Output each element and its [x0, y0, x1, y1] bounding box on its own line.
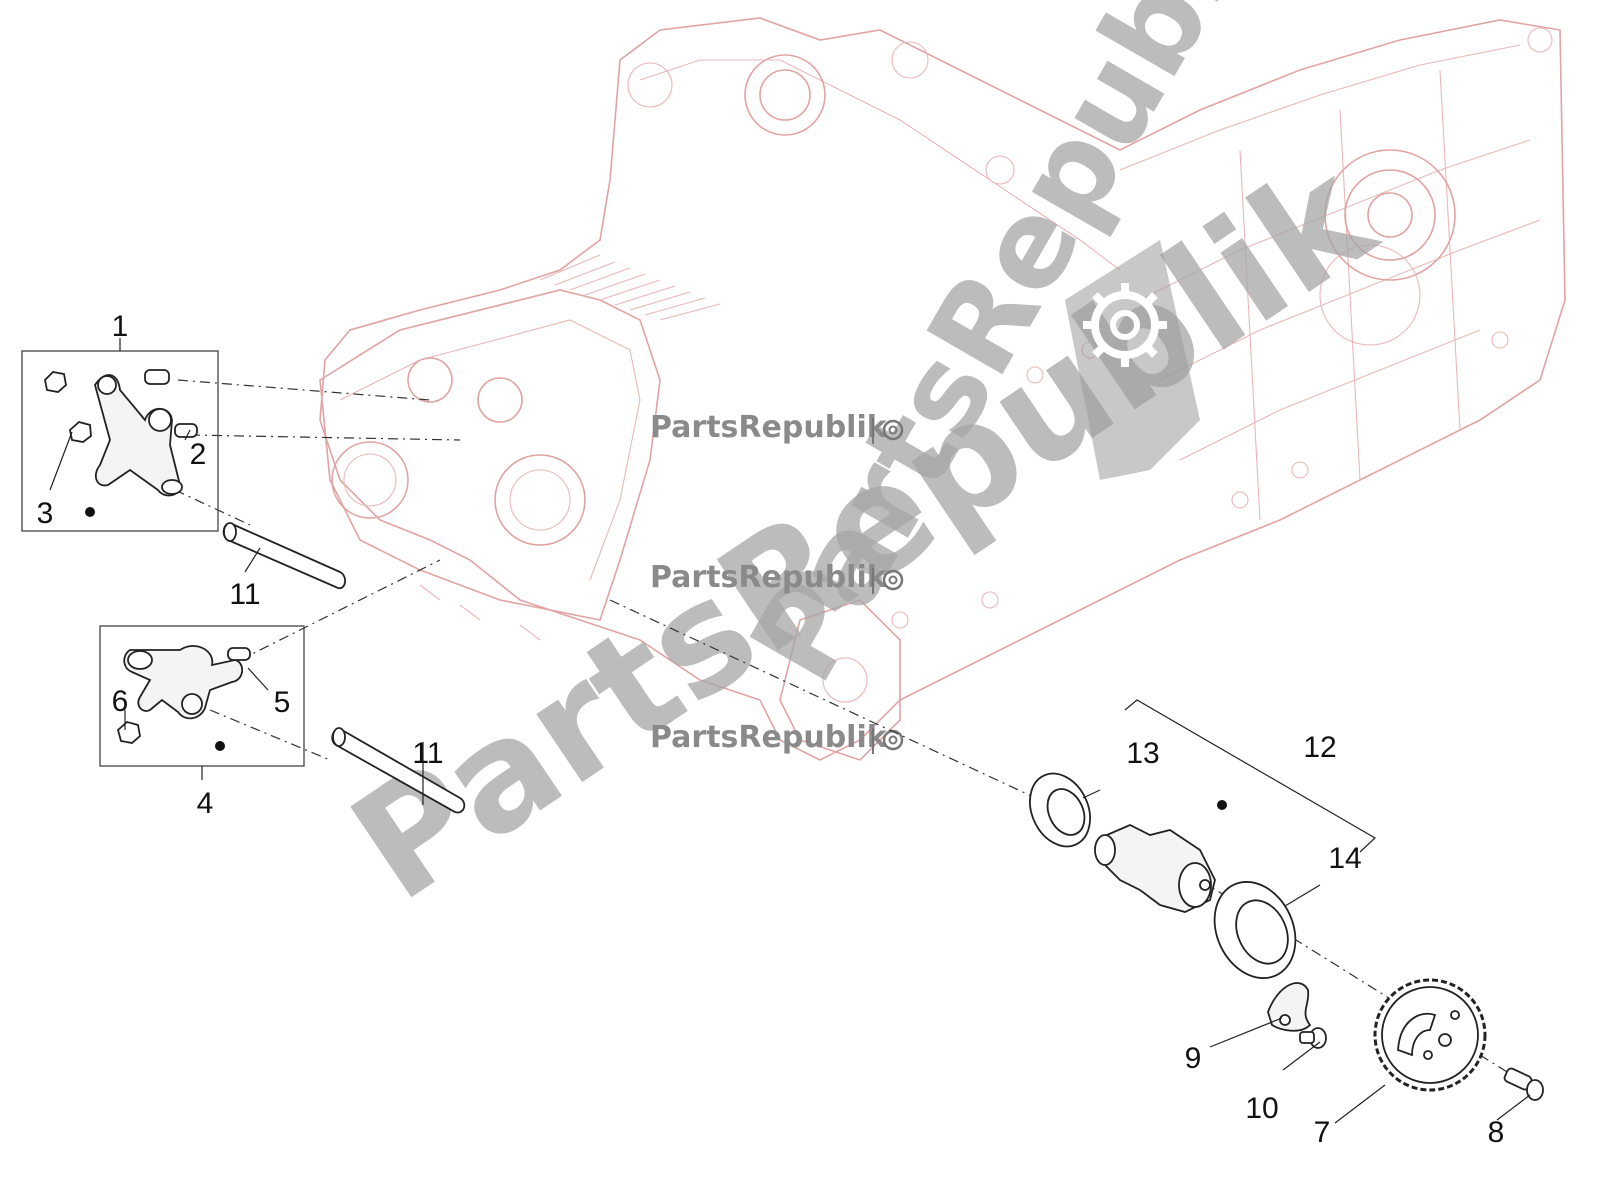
watermark-brand-3: PartsRepublik: [650, 720, 904, 755]
gear-icon: [1083, 283, 1167, 367]
callout-9: 9: [1185, 1042, 1202, 1075]
callout-1: 1: [112, 310, 129, 343]
gear-icon: [882, 569, 904, 591]
callout-7: 7: [1314, 1116, 1331, 1149]
callout-12: 12: [1303, 731, 1336, 764]
camshaft: [1094, 824, 1216, 913]
callout-8: 8: [1488, 1116, 1505, 1149]
sprocket-7: [1373, 978, 1487, 1092]
watermark-brand-text: PartsRepublik: [650, 410, 888, 445]
part-group-1: [21, 338, 219, 532]
leader-lines: [49, 429, 1531, 1124]
bolt-8: [1503, 1067, 1544, 1101]
engine-case-outline: [319, 17, 1566, 761]
callout-14: 14: [1328, 842, 1361, 875]
watermark-brand-text: PartsRepublik: [650, 560, 888, 595]
callout-10: 10: [1245, 1092, 1278, 1125]
bearing-13: [1029, 772, 1091, 848]
callout-11-upper: 11: [229, 578, 260, 611]
screw-10: [1299, 1027, 1327, 1049]
part-group-4: [99, 625, 305, 780]
watermark-brand-2: PartsRepublik: [650, 560, 904, 595]
bearing-14: [1213, 881, 1297, 979]
callout-2: 2: [190, 438, 207, 471]
rocker-shaft-pin-lower: [331, 727, 466, 814]
callout-3: 3: [37, 497, 54, 530]
gear-icon: [882, 419, 904, 441]
callout-13: 13: [1126, 737, 1159, 770]
callout-6: 6: [112, 685, 129, 718]
callout-5: 5: [274, 686, 291, 719]
watermark-brand-text: PartsRepublik: [650, 720, 888, 755]
callout-4: 4: [197, 787, 214, 820]
watermark-brand-1: PartsRepublik: [650, 410, 904, 445]
watermark-shield: [1065, 240, 1200, 480]
callout-labels: 1 2 3 4 5 6 7 8 9 10 11 11 12 13 14: [37, 310, 1505, 1149]
camshaft-group: [1029, 699, 1544, 1101]
rocker-shaft-pin-upper: [222, 522, 346, 589]
callout-11-lower: 11: [412, 737, 443, 770]
